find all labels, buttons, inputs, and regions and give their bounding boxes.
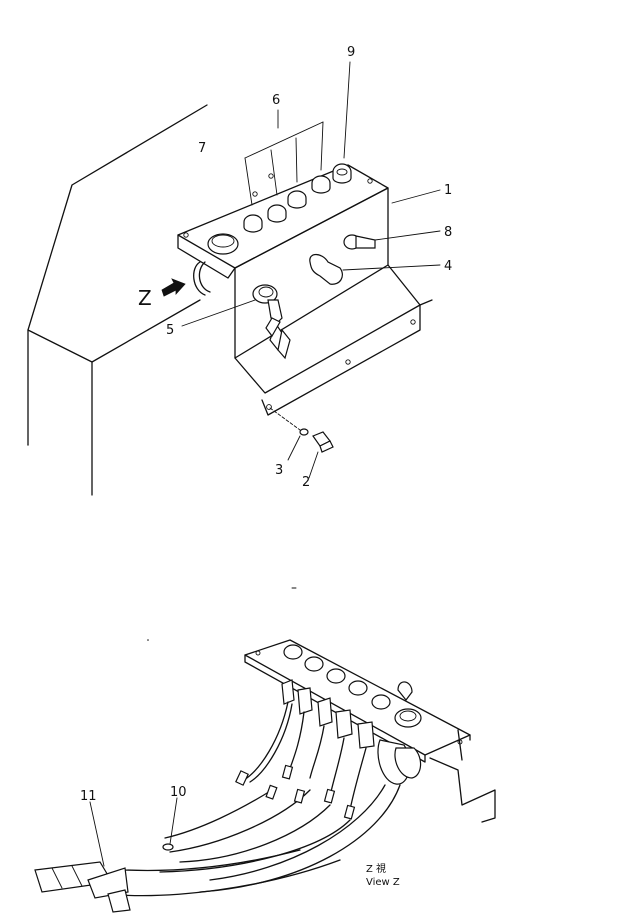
leader-10 [169, 797, 178, 845]
part-4-knob [309, 253, 441, 285]
cable-sheath [34, 861, 131, 913]
part-5-key-switch [181, 284, 291, 360]
callout-4: 4 [444, 259, 452, 274]
callout-3: 3 [275, 463, 283, 478]
callout-1: 1 [444, 183, 452, 198]
part-2-bolt [308, 431, 334, 479]
view-z-lamps [283, 644, 422, 728]
view-z-arrow-icon [161, 278, 186, 297]
view-z-switch-bodies [281, 679, 422, 785]
callout-7: 7 [198, 141, 206, 156]
wiring-harness [119, 701, 401, 897]
callout-8: 8 [444, 225, 452, 240]
leader-11 [89, 801, 105, 867]
bracket-mount [193, 261, 211, 296]
switch-panel-bracket [177, 164, 433, 416]
cab-body [27, 104, 208, 496]
view-z-panel [244, 639, 496, 823]
view-marker: Z [138, 286, 152, 310]
callout-11: 11 [80, 789, 97, 804]
part-6-indicator-lamps [243, 109, 331, 233]
part-8-toggle-switch [343, 230, 441, 250]
part-7-light [207, 233, 239, 255]
callout-6: 6 [272, 93, 280, 108]
view-caption-line1: Z 視 [366, 862, 386, 875]
part-9-pilot-lamp [332, 61, 352, 184]
scan-speck [147, 639, 149, 641]
part-3-washer [287, 428, 309, 461]
view-caption-line2: View Z [366, 877, 400, 888]
callout-5: 5 [166, 323, 174, 338]
callout-10: 10 [170, 785, 187, 800]
centerline [269, 407, 301, 431]
callout-9: 9 [347, 45, 355, 60]
leader-1 [391, 189, 441, 204]
callout-2: 2 [302, 475, 310, 490]
